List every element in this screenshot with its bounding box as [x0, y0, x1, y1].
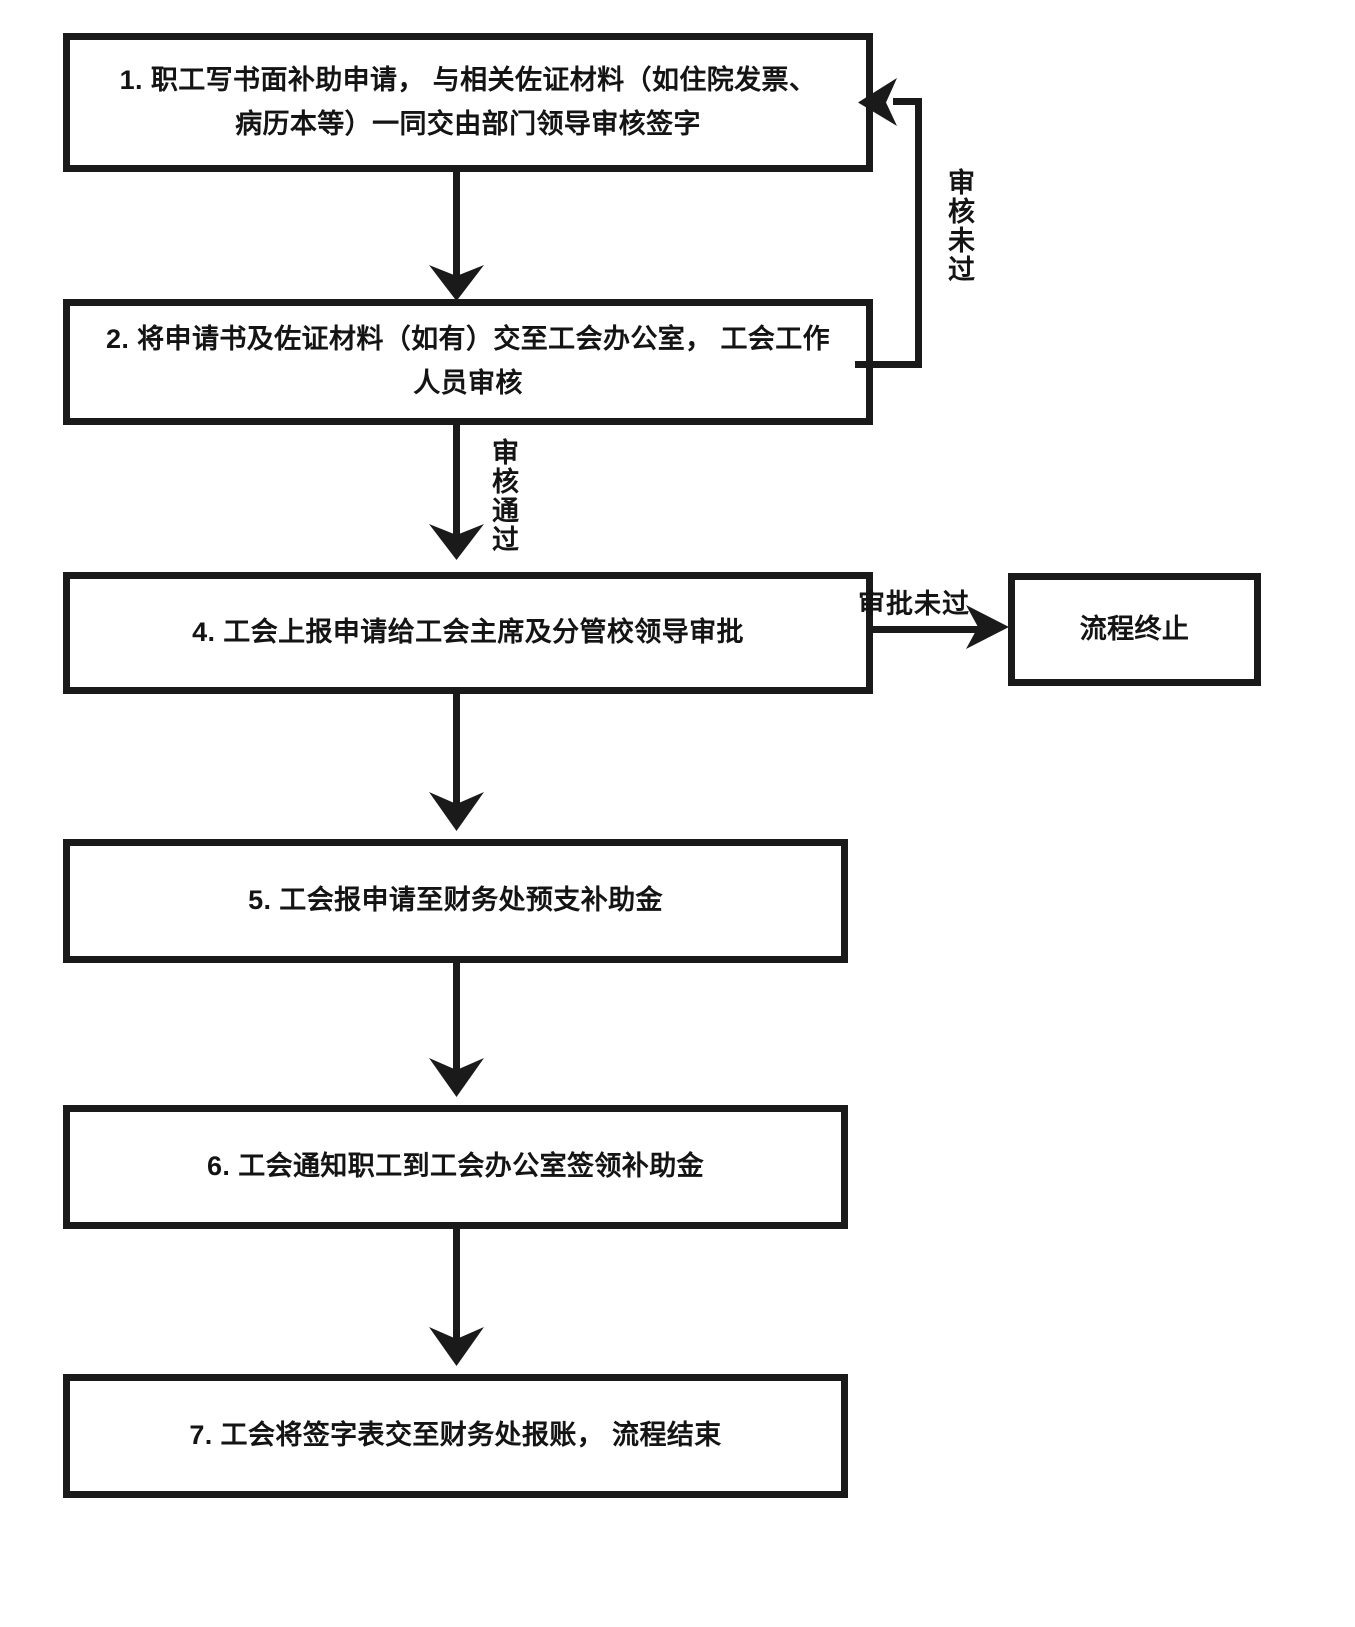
node-4-label: 4. 工会上报申请给工会主席及分管校领导审批: [192, 617, 744, 648]
connector-5-6-line: [453, 963, 460, 1071]
node-end-label: 流程终止: [1079, 613, 1190, 644]
connector-5-6-arrowhead: [429, 1058, 484, 1097]
node-2-label: 2. 将申请书及佐证材料（如有）交至工会办公室， 工会工作 人员审核: [105, 324, 831, 398]
connector-6-7-arrowhead: [429, 1327, 484, 1366]
process-node-1[interactable]: 1. 职工写书面补助申请， 与相关佐证材料（如住院发票、 病历本等）一同交由部门…: [63, 33, 873, 172]
connector-1-2-arrowhead: [429, 265, 484, 301]
loopback-top-segment: [893, 98, 922, 105]
connector-4-5-line: [453, 694, 460, 804]
edge-label-approval-failed: 审批未过: [858, 589, 970, 619]
process-node-7[interactable]: 7. 工会将签字表交至财务处报账， 流程结束: [63, 1374, 848, 1498]
connector-2-4-arrowhead: [429, 524, 484, 560]
process-node-6[interactable]: 6. 工会通知职工到工会办公室签领补助金: [63, 1105, 848, 1229]
connector-1-2-line: [453, 172, 460, 278]
process-node-5[interactable]: 5. 工会报申请至财务处预支补助金: [63, 839, 848, 963]
edge-label-review-failed: 审核未过: [944, 168, 974, 284]
connector-6-7-line: [453, 1229, 460, 1339]
process-node-4[interactable]: 4. 工会上报申请给工会主席及分管校领导审批: [63, 572, 873, 694]
loopback-vertical-segment: [915, 98, 922, 368]
connector-2-4-line: [453, 425, 460, 535]
node-6-label: 6. 工会通知职工到工会办公室签领补助金: [206, 1151, 705, 1182]
node-5-label: 5. 工会报申请至财务处预支补助金: [248, 885, 663, 916]
node-1-label: 1. 职工写书面补助申请， 与相关佐证材料（如住院发票、 病历本等）一同交由部门…: [119, 64, 817, 139]
terminal-node-process-stopped[interactable]: 流程终止: [1008, 573, 1261, 686]
connector-4-5-arrowhead: [429, 792, 484, 831]
process-node-2[interactable]: 2. 将申请书及佐证材料（如有）交至工会办公室， 工会工作 人员审核: [63, 299, 873, 425]
connector-4-end-arrowhead: [966, 605, 1009, 649]
loopback-arrowhead: [858, 78, 897, 126]
edge-label-review-passed: 审核通过: [488, 438, 518, 554]
loopback-bottom-segment: [855, 361, 922, 368]
connector-4-end-line: [873, 626, 983, 633]
node-7-label: 7. 工会将签字表交至财务处报账， 流程结束: [189, 1420, 722, 1451]
